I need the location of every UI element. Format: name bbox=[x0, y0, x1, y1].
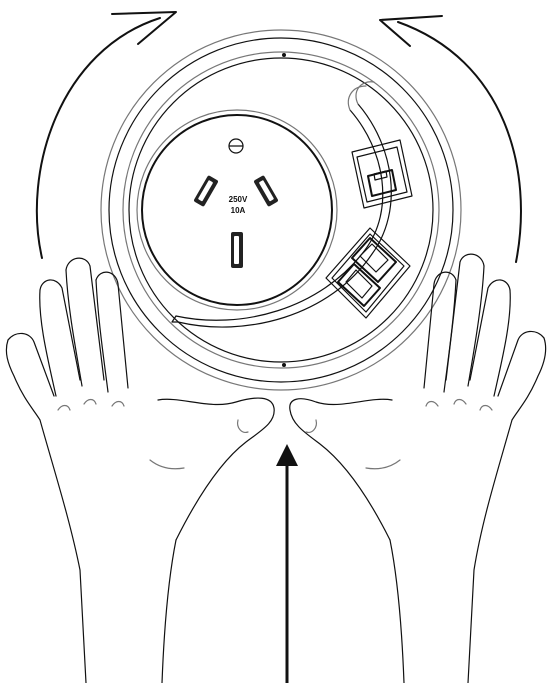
socket-slot-right bbox=[253, 175, 278, 207]
power-socket: 250V 10A bbox=[137, 110, 337, 310]
usb-ports bbox=[326, 228, 410, 318]
usb-port-upper bbox=[352, 238, 396, 282]
push-up-arrow-icon bbox=[276, 444, 298, 683]
earth-symbol-icon bbox=[229, 139, 243, 153]
socket-slot-left bbox=[193, 175, 218, 207]
voltage-label: 250V bbox=[229, 195, 248, 204]
right-hand-icon bbox=[290, 254, 546, 683]
rotate-left-arrow-icon bbox=[37, 12, 176, 258]
socket-slot-earth bbox=[231, 232, 243, 268]
rotate-right-arrow-icon bbox=[380, 16, 521, 262]
current-label: 10A bbox=[231, 206, 246, 215]
outlet-bezel bbox=[101, 30, 461, 390]
data-port bbox=[352, 140, 412, 208]
